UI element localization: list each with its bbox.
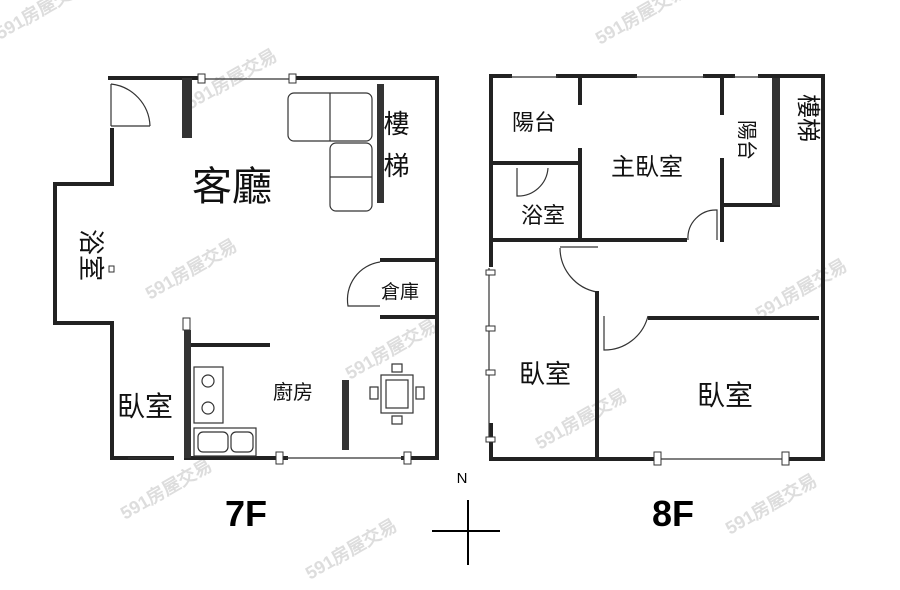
room-label-bedroom: 臥室: [117, 390, 173, 423]
watermark: 591房屋交易: [0, 0, 90, 43]
stove-icon: [193, 366, 224, 424]
sink-icon: [193, 427, 257, 457]
sofa-icon: [287, 92, 373, 212]
watermark: 591房屋交易: [592, 0, 691, 48]
room-label-bedroom: 臥室: [697, 379, 753, 412]
room-label-balcony: 陽台: [512, 111, 556, 136]
watermark: 591房屋交易: [302, 514, 401, 583]
room-label-kitchen: 廚房: [273, 380, 313, 404]
room-label-stairs: 樓梯: [383, 110, 409, 182]
room-label-master-bedroom: 主臥室: [611, 153, 683, 181]
watermark: 591房屋交易: [142, 234, 241, 303]
room-label-bathroom: 浴室: [75, 229, 105, 281]
watermark: 591房屋交易: [722, 469, 821, 538]
floor-7f-plan: 客廳 樓梯 倉庫 廚房 臥室 浴室 7F: [53, 73, 439, 534]
watermark: 591房屋交易: [532, 384, 631, 453]
watermark: 591房屋交易: [117, 454, 216, 523]
room-label-living-room: 客廳: [192, 164, 272, 210]
room-label-bedroom: 臥室: [519, 360, 571, 390]
room-label-storage: 倉庫: [381, 281, 419, 303]
room-label-stairs: 樓梯: [794, 94, 822, 142]
compass-north-label: N: [457, 470, 468, 487]
dining-table-icon: [369, 363, 425, 425]
floor-label-8f: 8F: [652, 493, 694, 534]
watermark: 591房屋交易: [342, 314, 441, 383]
compass-icon: N: [432, 470, 500, 565]
watermark: 591房屋交易: [752, 254, 851, 323]
room-label-balcony: 陽台: [735, 120, 759, 160]
floor-8f-plan: 陽台 主臥室 陽台 樓梯 浴室 臥室 臥室 8F: [485, 74, 825, 534]
floor-label-7f: 7F: [225, 493, 267, 534]
room-label-bathroom: 浴室: [521, 204, 565, 229]
